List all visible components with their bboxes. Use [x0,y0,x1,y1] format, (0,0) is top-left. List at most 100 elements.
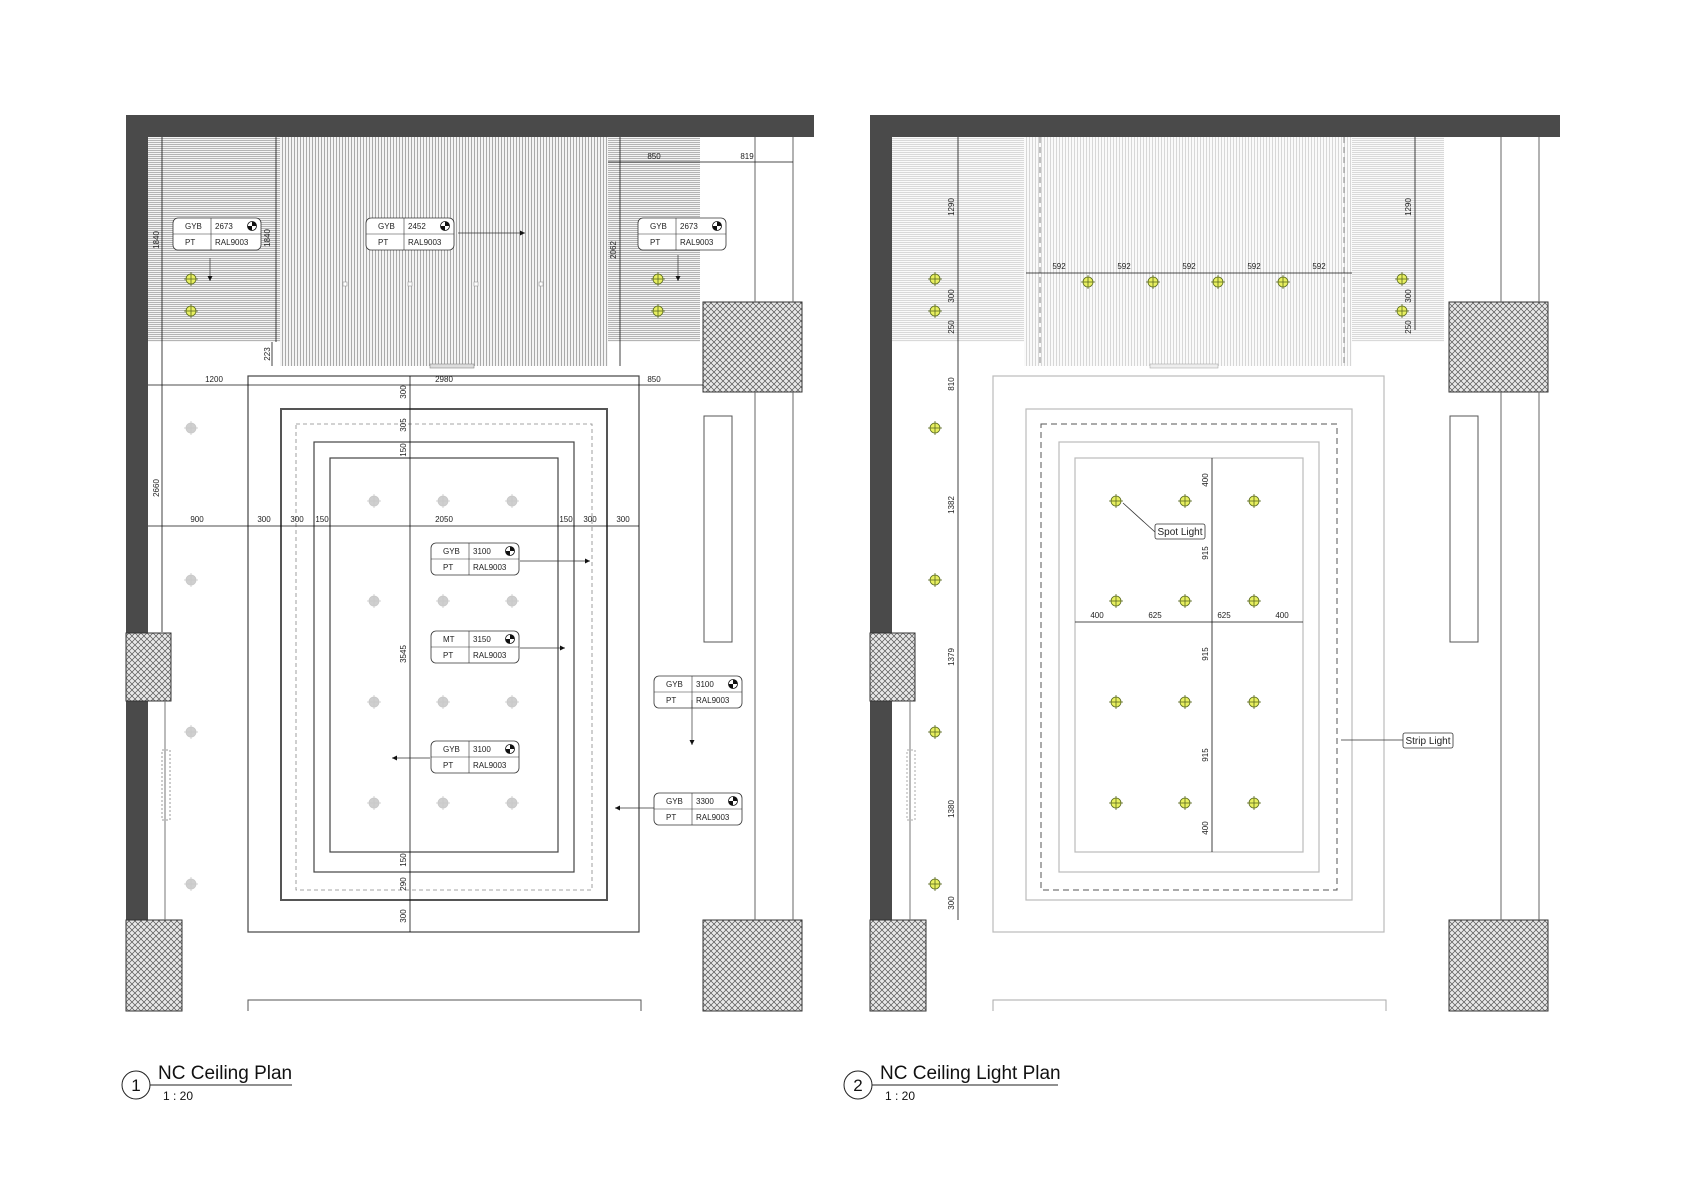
faint-light-marker [184,573,198,587]
tag-code: GYB [650,222,667,231]
dim-400: 400 [1275,611,1289,620]
wall-left [126,115,148,1011]
column [125,919,183,1012]
plan-1-ceiling-plan: 850 819 1200 2980 850 900 300 300 150 20… [121,115,814,1103]
dim-1840: 1840 [152,231,161,249]
dim-400: 400 [1090,611,1104,620]
dim-625: 625 [1148,611,1162,620]
dim-400: 400 [1201,473,1210,487]
section-symbol-icon [728,679,738,689]
dim-592: 592 [1052,262,1066,271]
tag-finish: PT [666,813,676,822]
dim-2980: 2980 [435,375,453,384]
wall-top [126,115,814,137]
dim-1379: 1379 [947,648,956,666]
dim-1840: 1840 [263,229,272,247]
column [869,919,927,1012]
faint-light-marker [367,695,381,709]
light-marker-icon [651,272,665,286]
column [125,632,172,702]
dimension-text: 850 819 1200 2980 850 900 300 300 150 20… [152,152,754,923]
dim-300: 300 [947,289,956,303]
light-marker-icon [1178,494,1192,508]
dim-592: 592 [1312,262,1326,271]
tag-finish: PT [666,696,676,705]
dimension-text: 592 592 592 592 592 1290 300 250 810 138… [947,198,1413,910]
light-marker-icon [1178,796,1192,810]
ceiling-inner [1074,457,1304,853]
arrowhead-icon [207,276,213,281]
dim-300: 300 [583,515,597,524]
dim-2062: 2062 [609,241,618,259]
dim-2660: 2660 [152,479,161,497]
tag-height: 3100 [473,745,491,754]
title-block-1: 1 NC Ceiling Plan 1 : 20 [121,1063,292,1103]
tag-height: 3100 [696,680,714,689]
tag-code: GYB [185,222,202,231]
tag-ral: RAL9003 [473,761,507,770]
faint-light-marker [505,695,519,709]
arrowhead-icon [675,276,681,281]
arrowhead-icon [585,558,590,564]
light-marker-icon [928,573,942,587]
dim-150: 150 [399,853,408,867]
light-marker-icon [1109,796,1123,810]
light-marker-icon [928,877,942,891]
light-marker-icon [1395,304,1409,318]
dim-810: 810 [947,377,956,391]
faint-light-marker [436,796,450,810]
tag-finish: PT [443,761,453,770]
slat-ceiling-center [280,137,608,366]
tag-code: GYB [666,797,683,806]
tag-height: 2673 [215,222,233,231]
tag-height: 3300 [696,797,714,806]
small-fixture [538,281,544,287]
dim-150: 150 [399,443,408,457]
dimension-lines [148,137,793,932]
section-symbol-icon [505,546,515,556]
tag-code: GYB [443,547,460,556]
wall-top [870,115,1560,137]
dim-1200: 1200 [205,375,223,384]
dim-150: 150 [315,515,329,524]
small-fixture [407,281,413,287]
dim-625: 625 [1217,611,1231,620]
tag-ral: RAL9003 [696,813,730,822]
faint-light-marker [436,594,450,608]
tag-ral: RAL9003 [473,563,507,572]
faint-light-marker [436,695,450,709]
arrowhead-icon [392,755,397,761]
faint-light-marker [367,594,381,608]
light-marker-icon [1247,695,1261,709]
section-symbol-icon [247,221,257,231]
strip-light-label: Strip Light [1405,736,1450,747]
section-symbol-icon [505,634,515,644]
light-marker-icon [928,725,942,739]
tag-ral: RAL9003 [473,651,507,660]
view-scale: 1 : 20 [885,1089,915,1103]
dim-1380: 1380 [947,800,956,818]
ceiling-frame [1025,408,1353,901]
view-number: 1 [131,1076,140,1095]
dim-819: 819 [740,152,754,161]
arrowhead-icon [520,230,525,236]
ceiling-middle [1058,441,1320,873]
ceiling-outer [992,375,1385,933]
spot-light-label: Spot Light [1157,527,1202,538]
column [1448,919,1549,1012]
tag-ral: RAL9003 [680,238,714,247]
dimension-lines [957,137,1416,920]
dim-300: 300 [616,515,630,524]
ceiling-outer [247,375,640,933]
spot-light-callout: Spot Light [1122,502,1206,540]
section-symbol-icon [728,796,738,806]
light-marker-icon [184,304,198,318]
dim-300: 300 [257,515,271,524]
light-marker-icon [1109,695,1123,709]
small-fixture [342,281,348,287]
